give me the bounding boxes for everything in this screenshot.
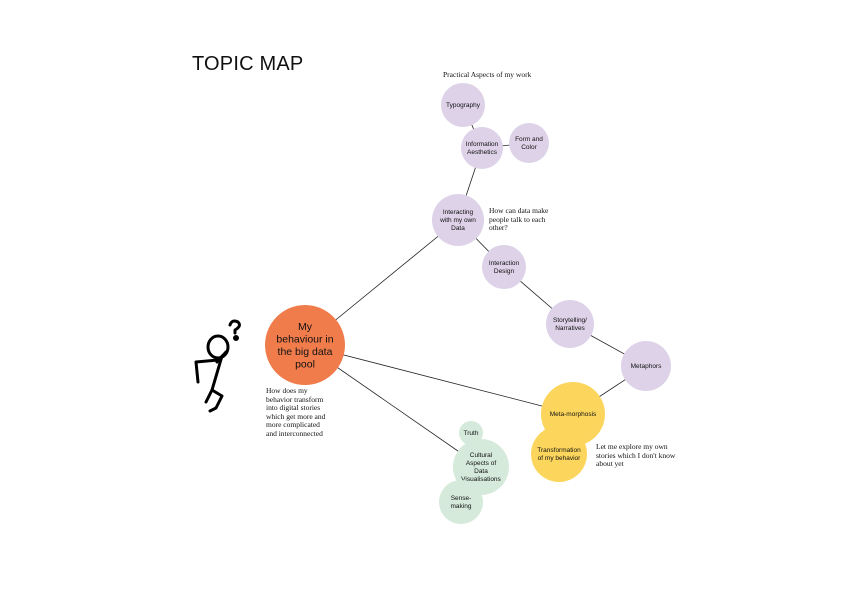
- node-label-line: Color: [521, 144, 537, 151]
- node-circle: [459, 421, 483, 445]
- node-label: Sense-making: [451, 495, 472, 510]
- node-label-line: Aspects of: [466, 460, 497, 467]
- node-label-line: My: [298, 321, 313, 333]
- node-label-line: behaviour in: [276, 333, 333, 345]
- node-label-line: Information: [466, 141, 499, 148]
- node-label-line: Sense-: [451, 495, 472, 502]
- note-talk-to-each-other: How can data make people talk to each ot…: [489, 206, 549, 232]
- note-explore-stories: Let me explore my own stories which I do…: [596, 442, 676, 468]
- node-label-line: of my behavior: [538, 455, 581, 462]
- node-label-line: Design: [494, 268, 515, 275]
- node-label-line: with my own: [439, 217, 476, 224]
- node-circle: [482, 245, 526, 289]
- node-label-line: Interacting: [443, 209, 474, 216]
- node-label-line: making: [451, 503, 472, 510]
- edge-main-metamorphosis: [304, 344, 574, 415]
- node-circle: [439, 480, 483, 524]
- node-label: Truth: [464, 430, 479, 437]
- node-label-line: Aesthetics: [467, 149, 498, 156]
- node-label-line: Form and: [515, 136, 543, 143]
- node-circle: [546, 300, 594, 348]
- node-label-line: Data: [451, 225, 465, 232]
- node-label-line: Metaphors: [631, 363, 662, 370]
- node-circle: [509, 123, 549, 163]
- node-label: Typography: [446, 102, 481, 109]
- node-circle: [265, 305, 345, 385]
- node-typography[interactable]: Typography: [441, 83, 485, 127]
- node-metaphors[interactable]: Metaphors: [621, 341, 671, 391]
- node-label-line: Narratives: [555, 325, 585, 332]
- node-sense-making[interactable]: Sense-making: [439, 480, 483, 524]
- thinking-stick-figure-icon: [194, 319, 241, 413]
- note-practical-aspects: Practical Aspects of my work: [443, 70, 532, 79]
- node-label-line: Visualisations: [461, 476, 501, 483]
- note-behavior-transform: How does my behavior transform into digi…: [266, 386, 326, 438]
- node-label-line: Transformation: [537, 447, 581, 454]
- node-truth[interactable]: Truth: [459, 421, 483, 445]
- node-label-line: pool: [295, 358, 315, 370]
- node-label-line: Interaction: [489, 260, 520, 267]
- node-circle: [441, 83, 485, 127]
- node-circle: [621, 341, 671, 391]
- node-label-line: Data: [474, 468, 488, 475]
- node-label-line: Meta-morphosis: [550, 411, 597, 418]
- node-label: Meta-morphosis: [550, 411, 597, 418]
- node-label-line: the big data: [278, 346, 333, 358]
- node-label: Storytelling/Narratives: [553, 317, 587, 332]
- node-label-line: Cultural: [470, 452, 493, 459]
- node-storytelling[interactable]: Storytelling/Narratives: [546, 300, 594, 348]
- node-circle: [461, 127, 503, 169]
- node-label: Metaphors: [631, 363, 662, 370]
- node-circle: [432, 194, 484, 246]
- node-label-line: Truth: [464, 430, 479, 437]
- page-title: TOPIC MAP: [192, 53, 304, 75]
- node-label-line: Typography: [446, 102, 481, 109]
- node-label-line: Storytelling/: [553, 317, 587, 324]
- node-circle: [531, 426, 587, 482]
